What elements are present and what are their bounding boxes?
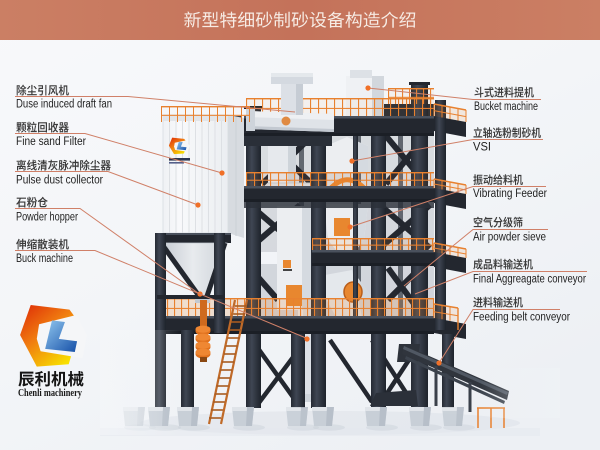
svg-text:VSI: VSI (473, 142, 491, 154)
svg-text:Duse induced draft fan: Duse induced draft fan (16, 99, 112, 111)
svg-text:Pulse dust collector: Pulse dust collector (16, 175, 103, 187)
svg-text:Bucket machine: Bucket machine (474, 101, 538, 113)
svg-text:Buck machine: Buck machine (16, 253, 73, 265)
svg-text:Feeding belt conveyor: Feeding belt conveyor (473, 312, 570, 324)
svg-text:Powder hopper: Powder hopper (16, 212, 78, 224)
svg-text:Final Aggreagate conveyor: Final Aggreagate conveyor (473, 274, 586, 286)
svg-text:Air powder sieve: Air powder sieve (473, 232, 546, 244)
svg-text:Fine sand Filter: Fine sand Filter (16, 136, 86, 148)
svg-text:Vibrating Feeder: Vibrating Feeder (473, 188, 547, 200)
svg-text:Chenli machinery: Chenli machinery (18, 387, 82, 399)
